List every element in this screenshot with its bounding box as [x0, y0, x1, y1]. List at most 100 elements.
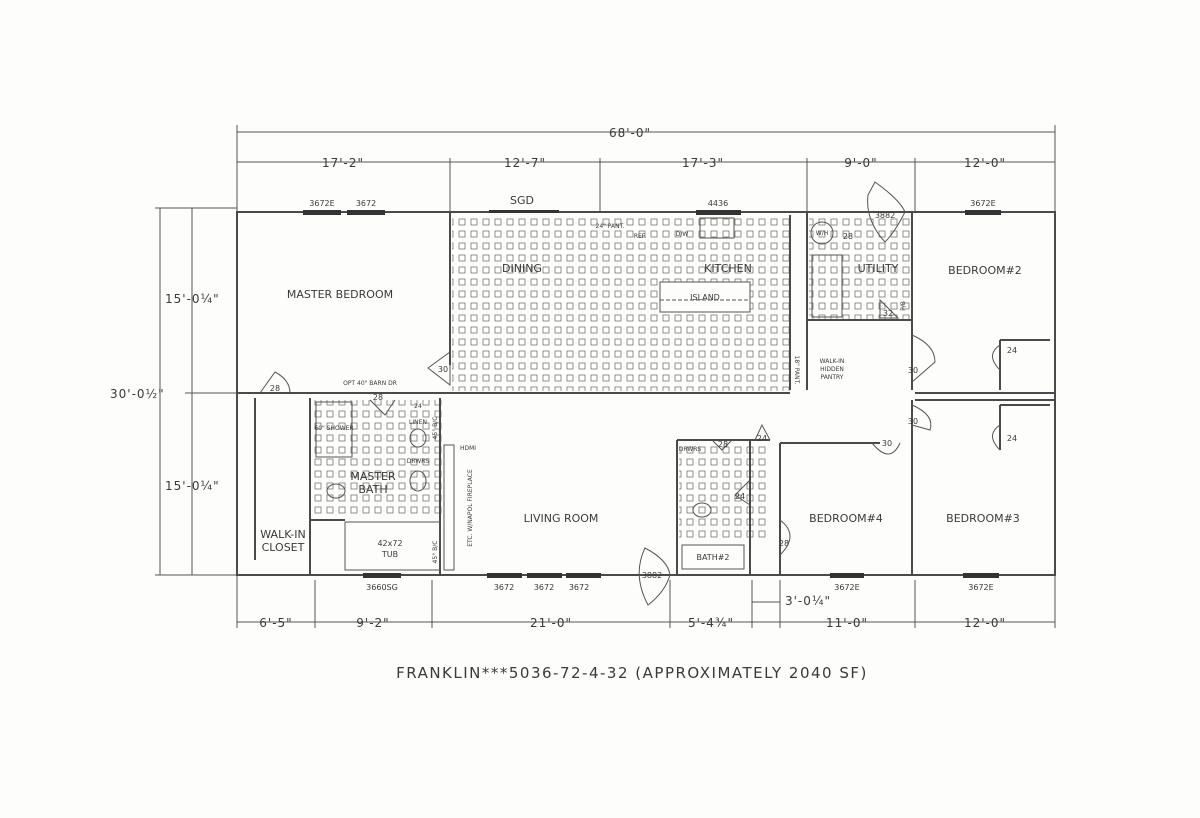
room-dining: DINING [502, 262, 542, 275]
sink-icon [409, 428, 427, 448]
dim-label: 9'-2" [356, 616, 389, 630]
overall-depth-label: 30'-0½" [110, 387, 165, 401]
room-bedroom-3: BEDROOM#3 [946, 512, 1020, 525]
door-label: 30 [882, 439, 892, 448]
fixture-label: TUB [381, 550, 398, 559]
fixture-label: DRWRS [407, 458, 430, 465]
fixture-label: OPT 40" BARN DR [343, 380, 397, 387]
dim-label: 12'-7" [504, 156, 546, 170]
toilet-icon [326, 483, 346, 499]
water-heater-icon [810, 221, 834, 245]
door-label: 30 [908, 417, 918, 426]
front-door-swing [638, 547, 671, 606]
door-label: 32 [883, 309, 893, 318]
fixture-labels: 24" PANT. REF. D/W W/H P/B 18" PANT. OPT… [314, 223, 907, 563]
dim-label: 6'-5" [259, 616, 292, 630]
door-swing [867, 181, 906, 243]
window-label: 3672E [970, 199, 995, 208]
bottom-dimension-labels: 6'-5" 9'-2" 21'-0" 5'-4¾" 11'-0" 12'-0" … [259, 594, 1006, 630]
door-label: 24 [414, 403, 422, 410]
window-label: 3672 [569, 583, 589, 592]
sink-icon [409, 470, 427, 492]
dim-label: 15'-0¼" [165, 292, 220, 306]
fixture-label: 18" PANT. [793, 356, 800, 385]
kitchen-island [659, 281, 751, 313]
door-label: 30 [438, 365, 448, 374]
room-master-bath: BATH [358, 483, 387, 496]
window-label: 3660SG [366, 583, 398, 592]
tile-floors [312, 214, 912, 542]
plan-title: FRANKLIN***5036-72-4-32 (APPROXIMATELY 2… [396, 664, 868, 682]
dim-label: 17'-3" [682, 156, 724, 170]
window-label: 3672E [309, 199, 334, 208]
island-label: ISLAND [690, 293, 720, 302]
room-bedroom-2: BEDROOM#2 [948, 264, 1022, 277]
window-label: 4436 [708, 199, 728, 208]
fixture-label: W/H [816, 230, 828, 237]
dim-label: 11'-0" [826, 616, 868, 630]
window-label: 3672 [534, 583, 554, 592]
door-swings [259, 298, 1001, 556]
fixture-label: 42x72 [377, 539, 402, 548]
fixture-label: ETC. W/NAPOL FIREPLACE [467, 469, 474, 547]
toilet-icon [692, 502, 712, 518]
windows [303, 210, 1001, 578]
shower [315, 401, 353, 458]
fixture-label: 45° B/C [432, 541, 439, 564]
door-label: 3882 [875, 211, 895, 220]
washer-dryer [811, 254, 843, 318]
room-walk-in-closet: WALK-IN [260, 528, 305, 541]
door-label: 24 [1007, 346, 1017, 355]
walls [236, 211, 1056, 576]
fixture-label: 60" SHOWER [314, 425, 353, 432]
door-label: 28 [373, 393, 383, 402]
door-label: 28 [270, 384, 280, 393]
window-label: 3672E [968, 583, 993, 592]
room-utility: UTILITY [858, 262, 899, 275]
fixture-label: 24" PANT. [596, 223, 625, 230]
dim-label: 17'-2" [322, 156, 364, 170]
door-label: 24 [757, 434, 767, 443]
fireplace [443, 444, 455, 571]
room-kitchen: KITCHEN [704, 262, 752, 275]
dim-label: 3'-0¼" [785, 594, 831, 608]
door-label: 24 [1007, 434, 1017, 443]
window-label: 3672 [356, 199, 376, 208]
tub [344, 521, 441, 571]
top-dimension-labels: 17'-2" 12'-7" 17'-3" 9'-0" 12'-0" [322, 156, 1006, 170]
window-label: SGD [510, 194, 534, 207]
room-master-bedroom: MASTER BEDROOM [287, 288, 393, 301]
window-label: 3672E [834, 583, 859, 592]
pantry-label: PANTRY [821, 374, 844, 381]
room-living-room: LIVING ROOM [524, 512, 599, 525]
dim-label: 21'-0" [530, 616, 572, 630]
dim-label: 15'-0¼" [165, 479, 220, 493]
dim-label: 9'-0" [844, 156, 877, 170]
room-bath-2: BATH#2 [696, 553, 729, 562]
overall-width-label: 68'-0" [609, 126, 651, 140]
fixture-label: D/W [676, 231, 689, 238]
bath2-tub [681, 544, 745, 570]
dimension-lines [155, 125, 1056, 628]
door-label: 28 [843, 232, 853, 241]
pantry-label: WALK-IN [820, 358, 845, 365]
door-label: 28 [779, 539, 789, 548]
fixture-label: P/B [900, 301, 907, 311]
door-label: 30 [908, 366, 918, 375]
window-label: 3672 [494, 583, 514, 592]
door-label: 28 [718, 440, 728, 449]
fixture-label: DRWRS [679, 446, 702, 453]
room-walk-in-closet: CLOSET [262, 541, 305, 554]
fixture-label: REF. [634, 233, 646, 240]
front-door-label: 3882 [642, 571, 662, 580]
dim-label: 5'-4¾" [688, 616, 734, 630]
door-label: 24 [735, 492, 745, 501]
kitchen-sink [699, 217, 735, 239]
dim-label: 12'-0" [964, 616, 1006, 630]
fixture-label: LINEN [409, 419, 427, 426]
fixture-label: 45° B/C [432, 417, 439, 440]
pantry-label: HIDDEN [820, 366, 844, 373]
dim-label: 12'-0" [964, 156, 1006, 170]
room-master-bath: MASTER [350, 470, 396, 483]
